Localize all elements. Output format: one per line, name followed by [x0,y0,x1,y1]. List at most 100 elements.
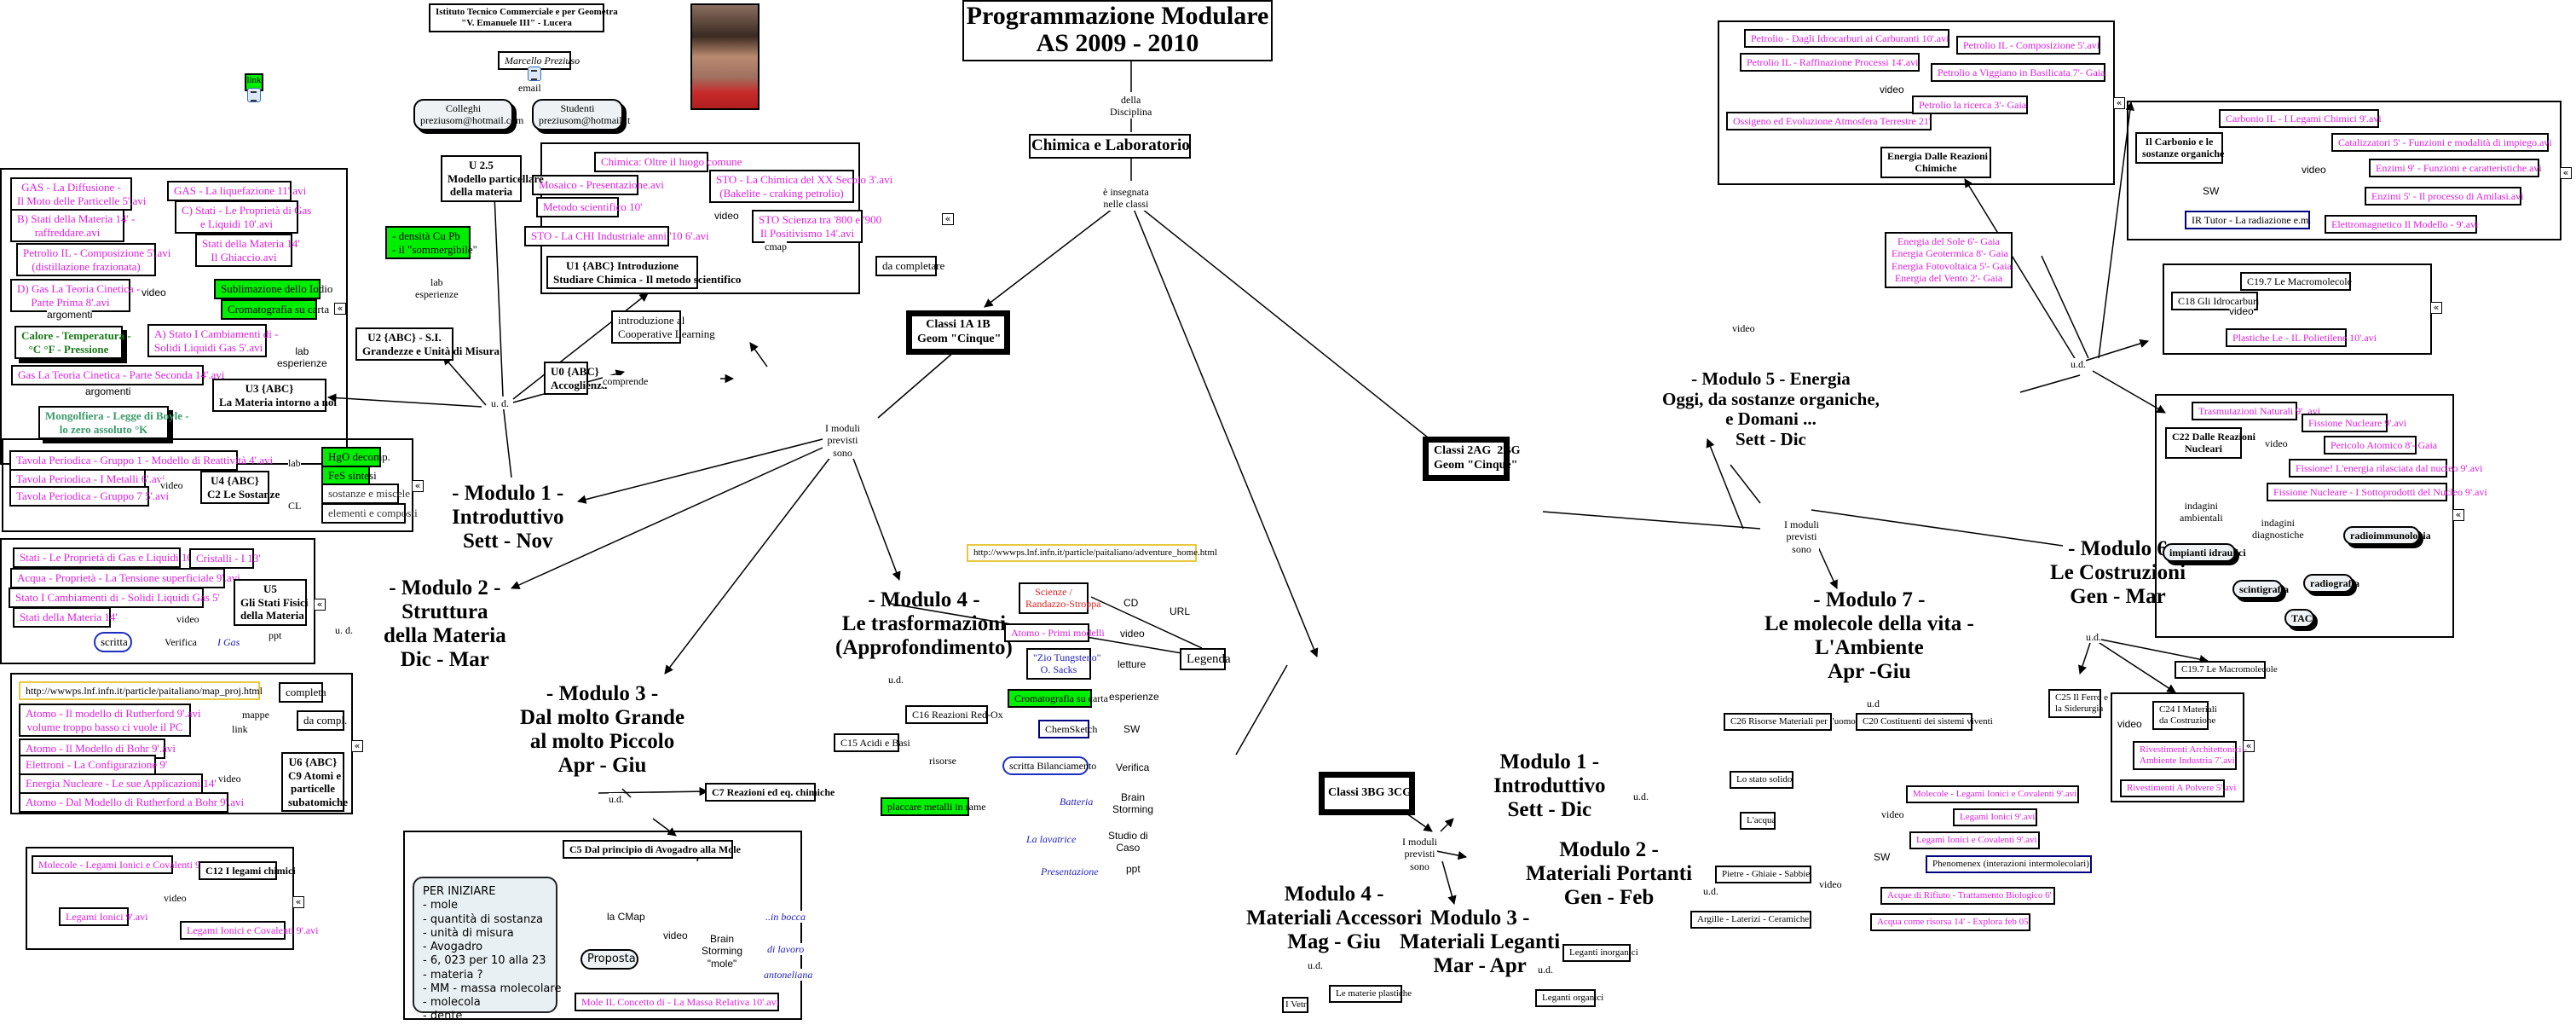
video-node[interactable]: Energia Nucleare - Le sue Applicazioni 1… [19,773,217,794]
collapse-button[interactable]: « [314,599,326,611]
video-node[interactable]: GAS - La liquefazione 11'.avi [167,181,306,201]
video-node[interactable]: Fissione! L'energia rilasciata dal nucle… [2289,459,2482,478]
video-node[interactable]: Catalizzatori 5' - Funzioni e modalità d… [2331,133,2552,153]
sw-node[interactable]: IR Tutor - La radiazione e.m. [2185,211,2311,230]
video-node[interactable]: Molecole - Legami Ionici e Covalenti 9'.… [32,855,217,875]
impianti-node[interactable]: impianti idraulici [2163,543,2246,563]
video-node[interactable]: Acqua - Proprietà - La Tensione superfic… [10,568,240,588]
video-node[interactable]: Atomo - Il Modello di Bohr 9'.avi [19,738,176,759]
video-node[interactable]: Stati della Materia 14' [13,607,118,628]
u2-lab-node[interactable]: - densità Cu Pb - il "sommergibile" [385,226,477,260]
plastiche-node[interactable]: Le materie plastiche [1329,985,1412,1004]
proposta-node[interactable]: Proposta [580,949,638,970]
video-node[interactable]: Tavola Periodica - Gruppo 7 5'.avi [9,486,169,507]
collapse-button[interactable]: « [2430,302,2442,314]
video-node[interactable]: Stati - Le Proprietà di Gas e Liquidi 10… [13,547,194,568]
legenda-video-node[interactable]: Atomo - Primi modelli [1004,623,1105,643]
lab-node[interactable]: Sublimazione dello Iodio [214,279,332,299]
video-node[interactable]: Atomo - Dal Modello di Rutherford a Bohr… [19,792,244,813]
pietre-node[interactable]: Pietre - Ghiaie - Sabbie [1715,866,1811,884]
collapse-button[interactable]: « [351,740,363,752]
u5-node[interactable]: U5 Gli Stati Fisici della Materia [234,579,308,626]
legenda-caso-node[interactable]: La lavatrice [1026,833,1077,846]
video-node[interactable]: Legami Ionici e Covalenti 9'.avi [180,921,318,941]
video-node[interactable]: Acque di Rifiuto - Trattamento Biologico… [1880,887,2055,906]
tac-node[interactable]: TAC [2284,609,2314,628]
video-node[interactable]: Chimica: Oltre il luogo comune [594,152,742,172]
video-node[interactable]: STO - La CHI Industriale anni '10 6'.avi [524,226,709,246]
video-node[interactable]: Stato I Cambiamenti di - Solidi Liquidi … [9,588,220,608]
video-node[interactable]: Legami Ionici 9'.avi [59,907,147,927]
video-node[interactable]: C) Stati - Le Proprietà di Gas e Liquidi… [175,200,311,235]
u0-target-node[interactable]: introduzione al Cooperative Learning [611,310,715,345]
scritta-node[interactable]: scritta [94,632,132,652]
brain-item[interactable]: antoneliana [764,969,813,982]
video-node[interactable]: Legami Ionici 9'.avi [1953,808,2037,827]
u0-node[interactable]: U0 {ABC} Accoglienza [544,362,607,396]
video-node[interactable]: Cristalli - I 13' [189,548,261,569]
radiografia-node[interactable]: radiografia [2303,574,2359,594]
video-node[interactable]: Fissione Nucleare 9'.avi [2302,414,2406,433]
c16-node[interactable]: C16 Reazioni Red-Ox [905,705,1003,725]
scintigrafia-node[interactable]: scintigrafia [2232,580,2289,599]
video-node[interactable]: Petrolio IL - Raffinazione Processi 14'.… [1740,53,1920,72]
c12-node[interactable]: C12 I legami chimici [199,861,296,881]
video-node[interactable]: Petrolio la ricerca 3'- Gaia [1912,96,2028,115]
video-node[interactable]: Molecole - Legami Ionici e Covalenti 9'.… [1906,785,2079,804]
map-complete-node[interactable]: completa [279,682,326,703]
c22-node[interactable]: C22 Dalle Reazioni Nucleari [2165,427,2255,459]
video-node[interactable]: Rivestimenti A Polvere 5'.avi [2120,779,2236,798]
c26-node[interactable]: C26 Risorse Materiali per l'uomo [1724,713,1856,732]
carbonio-node[interactable]: Il Carbonio e le sostanze organiche [2135,132,2224,164]
leganti-organici-node[interactable]: Leganti organici [1535,989,1603,1008]
video-node[interactable]: Pericolo Atomico 8'- Gaia [2324,436,2437,455]
collapse-button[interactable]: « [2243,740,2255,752]
map-incomplete-node[interactable]: da compl. [297,710,347,731]
legenda-esperienze-node[interactable]: Cromatografia su carta [1008,689,1108,709]
brain-item[interactable]: ..in bocca [765,911,806,924]
topic-node[interactable]: Calore - Temperatura - °C °F - Pressione [14,326,131,360]
collapse-button[interactable]: « [334,303,346,315]
video-node[interactable]: GAS - La Diffusione - Il Moto delle Part… [10,177,146,211]
video-node[interactable]: Tavola Periodica - Gruppo 1 - Modello di… [9,450,273,471]
legenda-verifica-node[interactable]: scritta Bilanciamento [1002,756,1096,776]
u6-node[interactable]: U6 {ABC} C9 Atomi e particelle subatomic… [281,752,348,813]
c25-node[interactable]: C25 Il Ferro e la Siderurgia [2048,689,2108,719]
c24-node[interactable]: C24 I Materiali da Costruzione [2152,701,2217,731]
video-node[interactable]: B) Stati della Materia 14' - raffreddare… [10,209,135,243]
topic-node[interactable]: Mongolfiera - Legge di Boyle - lo zero a… [38,406,189,440]
legenda-letture-node[interactable]: "Zio Tungsteno" O. Sacks [1026,648,1100,680]
link-node[interactable]: link [245,73,263,102]
video-node[interactable]: Metodo scientifico 10' [536,197,642,217]
legenda-cd-node[interactable]: Scienze / Randazzo-Stroppa [1019,582,1101,614]
lab-node[interactable]: HgO decomp. [321,447,390,467]
video-node[interactable]: Plastiche Le - IL Polietilene 10'.avi [2226,328,2377,348]
video-node[interactable]: Fissione Nucleare - I Sottoprodotti del … [2267,483,2487,502]
video-node[interactable]: STO - La Chimica del XX Secolo 3'.avi (B… [709,170,892,204]
c20-node[interactable]: C20 Costituenti dei sistemi viventi [1856,713,1993,732]
u3-node[interactable]: U3 {ABC} La Materia intorno a noi [212,379,337,413]
video-node[interactable]: Petrolio a Viggiano in Basilicata 7'- Ga… [1931,63,2105,83]
collapse-button[interactable]: « [2560,167,2572,179]
video-node[interactable]: Legami Ionici e Covalenti 9'.avi [1909,831,2040,850]
u1-node[interactable]: U1 {ABC} Introduzione Studiare Chimica -… [546,256,741,290]
cl-node[interactable]: sostanze e miscele [321,484,410,504]
video-node[interactable]: Acqua come risorsa 14' - Explora feb 05 [1870,913,2030,932]
vetri-node[interactable]: I Vetri [1282,997,1309,1014]
leganti-inorganici-node[interactable]: Leganti inorganici [1562,944,1638,963]
colleghi-email-node[interactable]: Colleghi preziusom@hotmail.com [413,99,523,130]
c197-node[interactable]: C19.7 Le Macromolecole [2175,661,2278,680]
u2-node[interactable]: U2 {ABC} - S.I. Grandezze e Unità di Mis… [355,327,500,362]
c197-node[interactable]: C19.7 Le Macromolecole [2240,272,2352,292]
video-node[interactable]: Elettromagnetico Il Modello - 9'.avi [2325,215,2478,235]
author-node[interactable]: Marcello Preziuso [498,51,580,82]
energia-node[interactable]: Energia Dalle Reazioni Chimiche [1880,147,1991,178]
video-node[interactable]: Gas La Teoria Cinetica - Parte Seconda 1… [11,365,224,385]
u4-node[interactable]: U4 {ABC} C2 Le Sostanze [200,471,280,505]
collapse-button[interactable]: « [412,480,424,492]
da-completare-node[interactable]: da completare [875,256,944,276]
module-5-title[interactable]: - Modulo 5 - Energia Oggi, da sostanze o… [1662,368,1880,449]
u25-node[interactable]: U 2.5 Modello particellare della materia [441,155,544,202]
video-node[interactable]: Carbonio IL - I Legami Chimici 9'.avi [2219,109,2382,129]
collapse-button[interactable]: « [292,896,304,908]
